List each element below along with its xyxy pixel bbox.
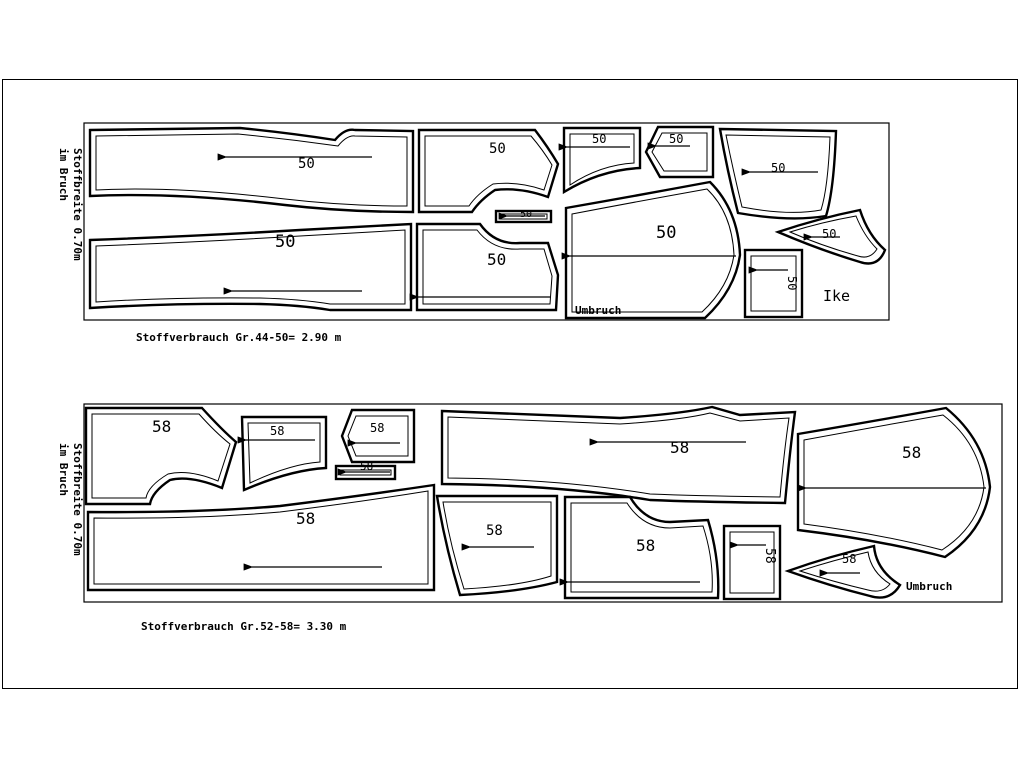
bottom-piece-size: 58 [670, 438, 689, 457]
bottom-piece-size: 58 [152, 417, 171, 436]
bottom-piece-size: 58 [296, 509, 315, 528]
top-sleeve-piece: 50 [718, 127, 838, 220]
top-fabric-width-label: Stoffbreite 0.70m [71, 148, 84, 261]
top-piece-size: 50 [487, 250, 506, 269]
bottom-piece-size: 58 [762, 548, 777, 564]
top-piece-size: 50 [298, 156, 315, 172]
bottom-jacket-upper-piece: 58 [84, 406, 238, 506]
top-fold-label: Umbruch [575, 304, 621, 317]
top-fold-note-label: im Bruch [57, 148, 70, 201]
bottom-flap-piece: 58 [340, 408, 416, 464]
top-waistband-piece: 50 [494, 209, 553, 224]
bottom-back-piece-on-fold: 58 [796, 406, 992, 559]
bottom-fold-note-label: im Bruch [57, 443, 70, 496]
drawing-frame [2, 79, 1018, 689]
top-piece-size: 50 [592, 132, 606, 146]
top-piece-size: 50 [489, 141, 506, 157]
bottom-piece-size: 58 [842, 552, 856, 566]
top-piece-size: 50 [275, 232, 295, 252]
bottom-piece-size: 58 [360, 460, 373, 473]
bottom-sleeve-piece: 58 [435, 494, 559, 597]
bottom-piece-size: 58 [636, 536, 655, 555]
bottom-fabric-border [83, 403, 1003, 603]
bottom-fold-label: Umbruch [906, 580, 952, 593]
top-pocket-piece: 50 [558, 126, 642, 195]
top-jacket-lower-piece: 50 [409, 222, 560, 312]
top-collar-piece: 50 [774, 208, 887, 265]
top-piece-size: 50 [520, 209, 532, 220]
bottom-square-piece: 58 [722, 524, 782, 601]
top-piece-size: 50 [785, 276, 799, 290]
top-piece-size: 50 [656, 223, 676, 243]
top-fabric-consumption: Stoffverbrauch Gr.44-50= 2.90 m [136, 331, 342, 344]
top-fabric-border [83, 122, 890, 321]
top-back-piece-on-fold: 50 Umbruch [561, 180, 742, 320]
top-trouser-front-piece: 50 [88, 222, 413, 312]
top-flap-piece: 50 [644, 125, 715, 179]
bottom-piece-size: 58 [902, 443, 921, 462]
top-square-piece: 50 [743, 248, 804, 319]
bottom-waistband-piece: 58 [334, 460, 397, 481]
top-jacket-upper-piece: 50 [417, 128, 560, 214]
bottom-jacket-lower-piece: 58 [559, 495, 720, 600]
top-piece-size: 50 [771, 161, 785, 175]
maker-label: Ike [823, 287, 850, 305]
bottom-trouser-front-piece: 58 [86, 483, 436, 592]
top-piece-size: 50 [669, 132, 683, 146]
bottom-fabric-width-label: Stoffbreite 0.70m [71, 443, 84, 556]
bottom-fabric-consumption: Stoffverbrauch Gr.52-58= 3.30 m [141, 620, 347, 633]
bottom-pocket-piece: 58 [237, 415, 328, 492]
bottom-layout: Stoffbreite 0.70m im Bruch 58 58 58 [57, 403, 1003, 633]
top-piece-size: 50 [822, 227, 836, 241]
top-trouser-back-piece: 50 [88, 126, 415, 214]
bottom-piece-size: 58 [486, 523, 503, 539]
bottom-collar-piece: 58 Umbruch [784, 544, 952, 599]
top-layout: Stoffbreite 0.70m im Bruch 50 50 50 [57, 122, 890, 344]
bottom-piece-size: 58 [270, 424, 284, 438]
bottom-trouser-back-piece: 58 [440, 405, 797, 505]
bottom-piece-size: 58 [370, 421, 384, 435]
